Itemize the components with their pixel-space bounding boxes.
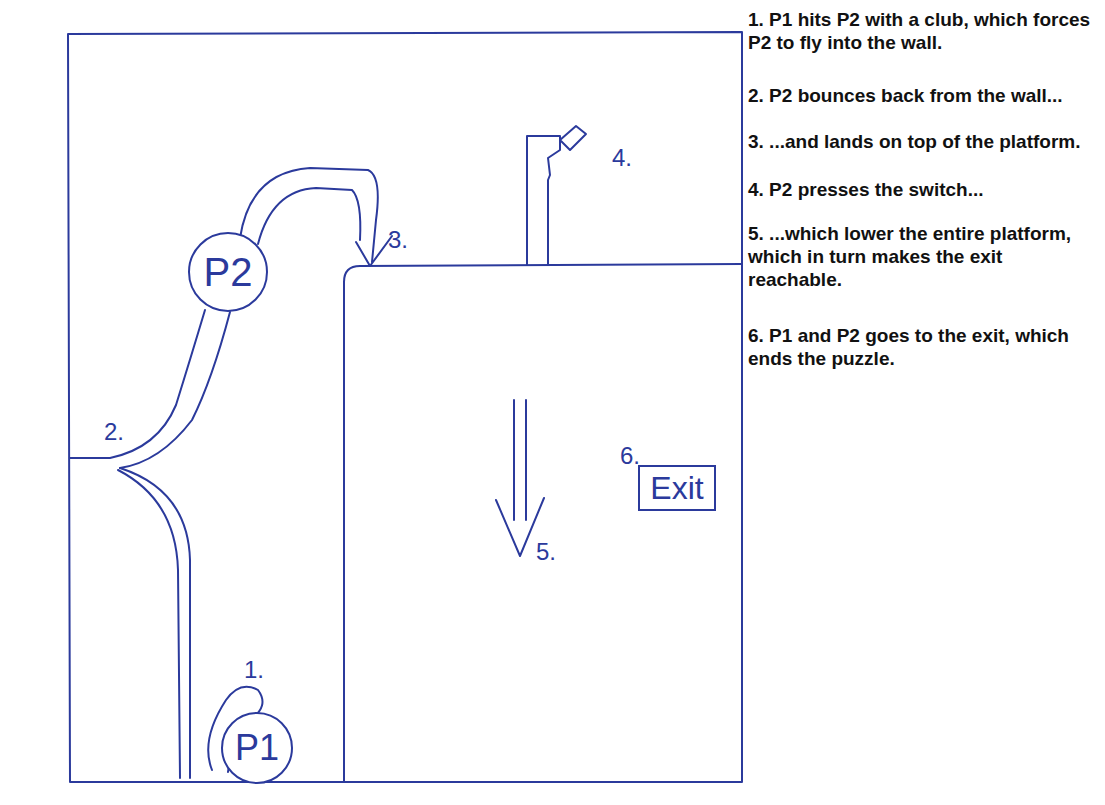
callout-number: 5. <box>536 540 556 564</box>
player-circle: P1 <box>221 712 293 784</box>
switch-symbol <box>527 136 560 265</box>
step-note: 1. P1 hits P2 with a club, which forces … <box>748 8 1100 54</box>
arrow-head <box>356 236 392 266</box>
arrow-shaft <box>514 400 526 520</box>
trajectory-line <box>70 310 205 458</box>
arc-line <box>240 168 378 262</box>
exit-wall <box>741 470 743 508</box>
step-note: 3. ...and lands on top of the platform. <box>748 130 1100 153</box>
room-outline <box>68 32 742 782</box>
callout-number: 1. <box>244 658 264 682</box>
trajectory-line <box>118 470 180 778</box>
step-note: 6. P1 and P2 goes to the exit, which end… <box>748 324 1100 370</box>
arc-line <box>258 188 360 244</box>
node-label: P1 <box>235 730 279 766</box>
switch-button <box>560 126 586 150</box>
exit-box: Exit <box>638 465 715 511</box>
platform-outline <box>344 264 742 782</box>
player-circle: P2 <box>188 232 268 312</box>
callout-number: 2. <box>104 420 124 444</box>
callout-number: 3. <box>388 228 408 252</box>
step-note: 2. P2 bounces back from the wall... <box>748 84 1100 107</box>
callout-number: 6. <box>620 444 640 468</box>
step-note: 4. P2 presses the switch... <box>748 178 1100 201</box>
step-note: 5. ...which lower the entire platform, w… <box>748 222 1100 291</box>
node-label: P2 <box>204 252 253 292</box>
trajectory-line <box>120 312 230 468</box>
callout-number: 4. <box>612 146 632 170</box>
node-label: Exit <box>650 472 703 504</box>
